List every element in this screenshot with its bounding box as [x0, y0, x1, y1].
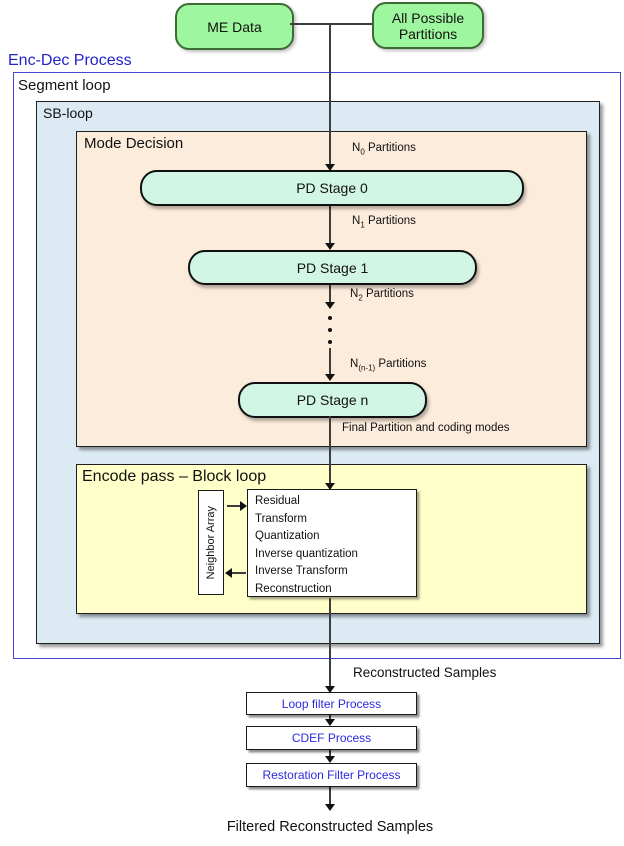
all-possible-partitions-label: All Possible Partitions: [391, 9, 465, 42]
stage-ellipsis-dots: [328, 316, 332, 344]
arrow-into-restoration: [325, 756, 335, 763]
arrow-final-output: [325, 804, 335, 811]
step-residual: Residual: [255, 495, 300, 507]
cdef-process-box: CDEF Process: [246, 726, 417, 750]
loop-filter-process-label: Loop filter Process: [281, 696, 382, 711]
main-input-line: [329, 24, 331, 166]
n0-partitions-label: N0 Partitions: [352, 142, 416, 157]
cdef-process-label: CDEF Process: [291, 731, 372, 745]
me-data-label: ME Data: [207, 18, 262, 35]
neighbor-array-label: Neighbor Array: [205, 505, 217, 580]
restoration-filter-process-label: Restoration Filter Process: [262, 768, 401, 782]
sb-loop-label: SB-loop: [43, 105, 93, 121]
arrow-into-pdn: [325, 374, 335, 381]
me-data-box: ME Data: [175, 3, 294, 50]
top-connector-line: [290, 23, 372, 25]
n1-partitions-label: N1 Partitions: [352, 215, 416, 230]
pd-stage-0-label: PD Stage 0: [296, 180, 368, 196]
neighbor-array-box: Neighbor Array: [198, 490, 224, 595]
filtered-reconstructed-samples-label: Filtered Reconstructed Samples: [226, 819, 434, 835]
arrow-into-pd0: [325, 164, 335, 171]
reconstructed-samples-label: Reconstructed Samples: [353, 665, 497, 680]
pd-stage-n: PD Stage n: [238, 382, 427, 418]
arrow-into-dots: [325, 302, 335, 309]
arrow-into-cdef: [325, 719, 335, 726]
pd-stage-0: PD Stage 0: [140, 170, 524, 206]
arrow-process-to-neighbor: [225, 568, 232, 578]
restoration-filter-process-box: Restoration Filter Process: [246, 763, 417, 787]
all-possible-partitions-box: All Possible Partitions: [372, 2, 484, 49]
step-transform: Transform: [255, 512, 307, 525]
pd-stage-1-label: PD Stage 1: [296, 259, 369, 276]
page-title: Enc-Dec Process: [8, 52, 132, 69]
arrow-into-pd1: [325, 243, 335, 250]
encode-steps-box: Residual Transform Quantization Inverse …: [247, 489, 417, 597]
final-partition-label: Final Partition and coding modes: [342, 422, 510, 434]
n2-partitions-label: N2 Partitions: [350, 288, 414, 303]
pd-stage-n-label: PD Stage n: [296, 392, 369, 408]
arrow-neighbor-to-process: [240, 501, 247, 511]
arrow-into-loop-filter: [325, 686, 335, 693]
loop-filter-process-box: Loop filter Process: [246, 692, 417, 715]
encode-pass-label: Encode pass – Block loop: [82, 468, 267, 485]
segment-loop-label: Segment loop: [18, 77, 111, 94]
step-inverse-transform: Inverse Transform: [255, 565, 348, 577]
step-reconstruction: Reconstruction: [255, 582, 332, 595]
nn1-partitions-label: N(n-1) Partitions: [350, 358, 427, 373]
mode-decision-label: Mode Decision: [84, 135, 184, 152]
step-inverse-quantization: Inverse quantization: [255, 547, 358, 560]
arrow-into-encode: [325, 483, 335, 490]
pd-stage-1: PD Stage 1: [188, 250, 477, 285]
step-quantization: Quantization: [255, 530, 320, 542]
